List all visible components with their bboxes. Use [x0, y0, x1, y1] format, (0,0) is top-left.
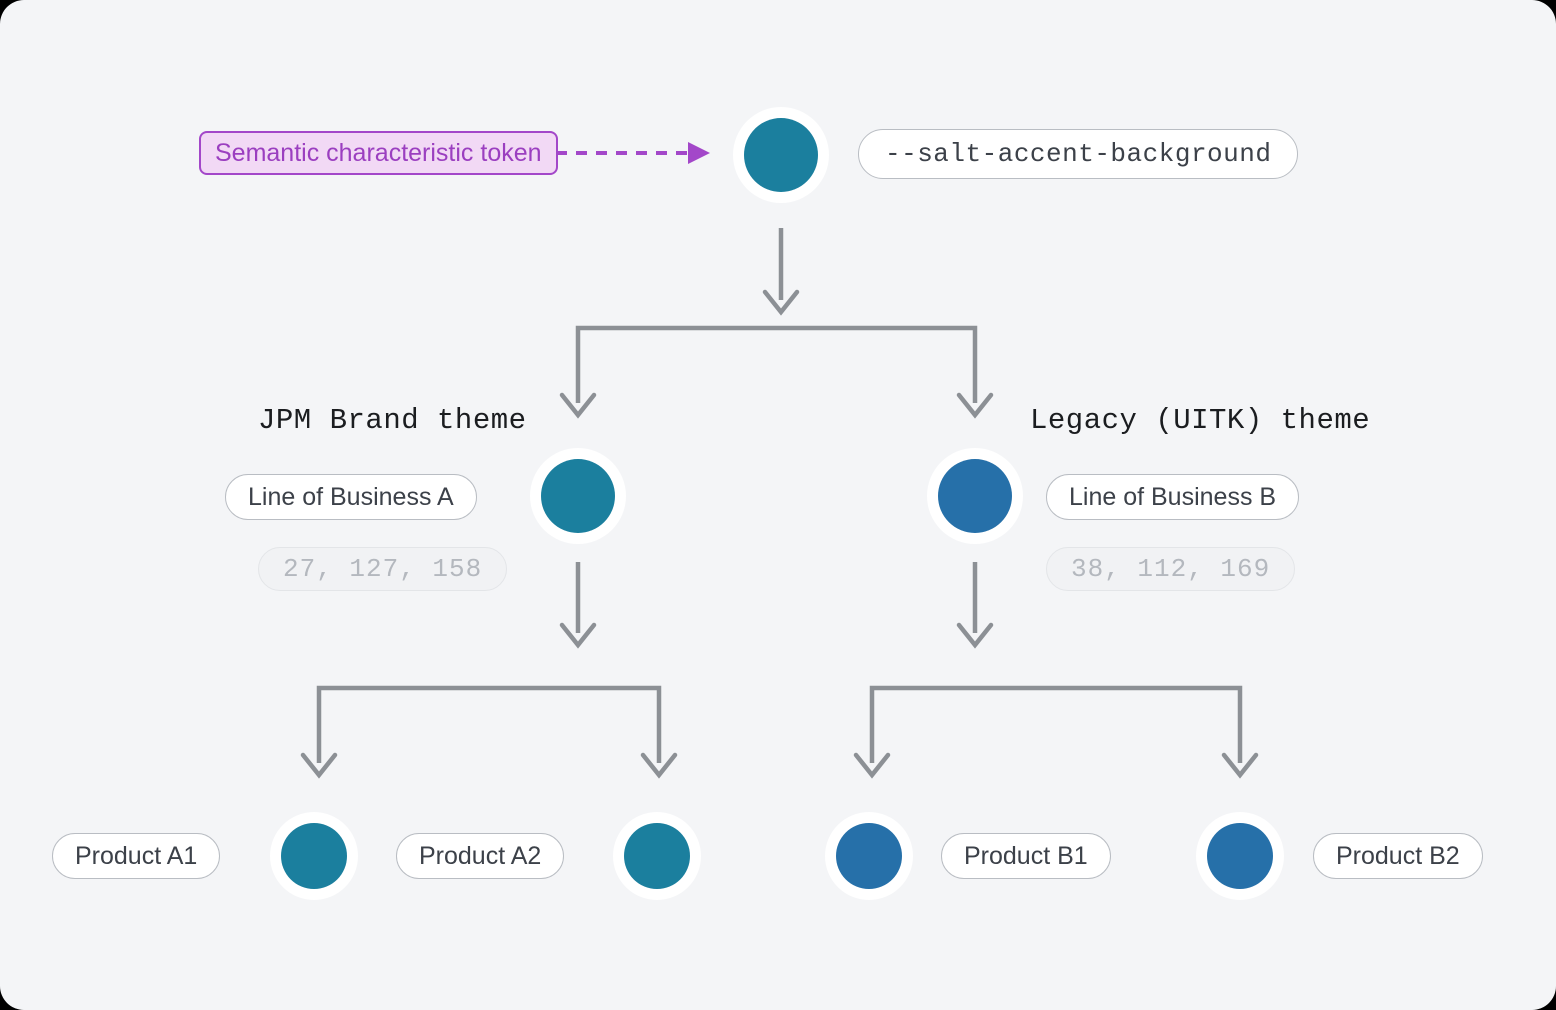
arrowhead-root-stem — [762, 289, 800, 316]
annotation-arrow-head — [688, 142, 710, 164]
arrowhead-lobb-stem — [956, 622, 994, 649]
semantic-characteristic-token-label: Semantic characteristic token — [199, 131, 558, 175]
product-a1-label-pill[interactable]: Product A1 — [52, 833, 221, 879]
arrowhead-product-b1 — [853, 752, 891, 779]
root-token-name-pill[interactable]: --salt-accent-background — [858, 129, 1299, 179]
lob-a-swatch-fill — [541, 459, 615, 533]
product-b2-label-pill[interactable]: Product B2 — [1313, 833, 1483, 879]
arrowhead-theme-right — [956, 392, 994, 419]
annotation-arrow — [556, 142, 710, 164]
product-a1-swatch[interactable] — [270, 812, 358, 900]
lob-b-swatch-fill — [938, 459, 1012, 533]
wire-products-a-bracket — [316, 685, 662, 763]
theme-label-jpm-brand: JPM Brand theme — [258, 404, 527, 437]
arrowhead-theme-left — [559, 392, 597, 419]
arrowhead-product-b2 — [1221, 752, 1259, 779]
arrowhead-product-a1 — [300, 752, 338, 779]
product-a2-swatch[interactable] — [613, 812, 701, 900]
product-a2-swatch-fill — [624, 823, 690, 889]
wire-level1-bracket — [575, 325, 978, 403]
product-a1-swatch-fill — [281, 823, 347, 889]
wire-products-b-bracket — [869, 685, 1243, 763]
lob-b-rgb-pill: 38, 112, 169 — [1046, 547, 1296, 591]
product-b1-swatch-fill — [836, 823, 902, 889]
lob-a-swatch[interactable] — [530, 448, 626, 544]
lob-b-label-pill[interactable]: Line of Business B — [1046, 474, 1300, 520]
product-b2-swatch[interactable] — [1196, 812, 1284, 900]
product-b1-swatch[interactable] — [825, 812, 913, 900]
arrowhead-loba-stem — [559, 622, 597, 649]
product-a2-label-pill[interactable]: Product A2 — [396, 833, 565, 879]
lob-b-swatch[interactable] — [927, 448, 1023, 544]
root-swatch-fill — [744, 118, 818, 192]
root-accent-swatch[interactable] — [733, 107, 829, 203]
product-b2-swatch-fill — [1207, 823, 1273, 889]
theme-label-legacy-uitk: Legacy (UITK) theme — [1030, 404, 1371, 437]
lob-a-rgb-pill: 27, 127, 158 — [258, 547, 508, 591]
lob-a-label-pill[interactable]: Line of Business A — [225, 474, 477, 520]
arrowhead-product-a2 — [640, 752, 678, 779]
product-b1-label-pill[interactable]: Product B1 — [941, 833, 1111, 879]
